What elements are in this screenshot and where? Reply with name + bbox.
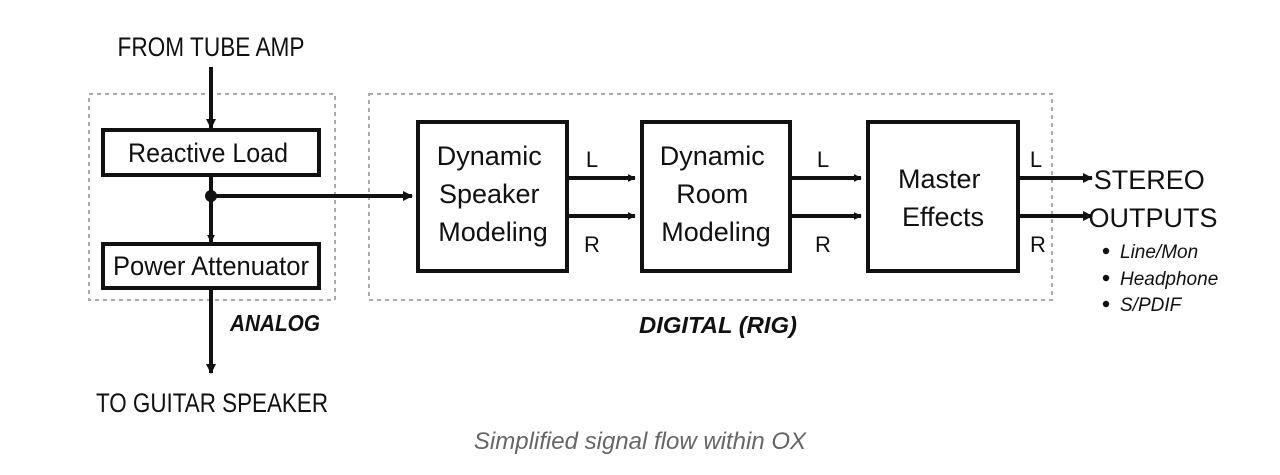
room-modeling-label: Dynamic Room Modeling	[660, 141, 773, 247]
reactive-load-box	[101, 128, 321, 177]
stereo-outputs-line-1: STEREO	[1094, 165, 1205, 195]
channel-label-l-2: L	[817, 147, 829, 172]
output-item-spdif: S/PDIF	[1120, 295, 1183, 316]
room-modeling-line-2: Room	[676, 179, 748, 209]
stereo-outputs-list: Line/Mon Headphone S/PDIF	[1102, 242, 1218, 316]
bullet-icon	[1102, 247, 1110, 255]
master-effects-line-1: Master	[898, 164, 981, 194]
stereo-outputs-line-2: OUTPUTS	[1088, 203, 1217, 233]
speaker-modeling-line-3: Modeling	[438, 217, 548, 247]
power-attenuator-label: Power Attenuator	[113, 251, 309, 281]
diagram-caption: Simplified signal flow within OX	[474, 428, 807, 455]
room-modeling-box	[640, 120, 792, 273]
stereo-outputs-label: STEREO OUTPUTS	[1088, 165, 1217, 233]
bullet-icon	[1102, 274, 1110, 282]
speaker-modeling-line-1: Dynamic	[437, 141, 542, 171]
speaker-modeling-line-2: Speaker	[439, 179, 540, 209]
bullet-icon	[1102, 300, 1110, 308]
channel-label-r-3: R	[1030, 232, 1046, 257]
room-modeling-line-3: Modeling	[661, 217, 771, 247]
speaker-modeling-box	[416, 120, 569, 273]
analog-section-label: ANALOG	[229, 310, 320, 336]
input-label: FROM TUBE AMP	[118, 32, 305, 62]
channel-label-r-2: R	[815, 232, 831, 257]
power-attenuator-box	[101, 242, 321, 290]
master-effects-box	[866, 120, 1020, 273]
reactive-load-label: Reactive Load	[128, 138, 288, 168]
channel-label-l-1: L	[586, 147, 598, 172]
room-modeling-line-1: Dynamic	[660, 141, 765, 171]
output-label: TO GUITAR SPEAKER	[96, 388, 328, 418]
speaker-modeling-label: Dynamic Speaker Modeling	[437, 141, 550, 247]
digital-section-label: DIGITAL (RIG)	[639, 312, 797, 338]
master-effects-label: Master Effects	[898, 164, 988, 232]
channel-label-r-1: R	[584, 232, 600, 257]
channel-label-l-3: L	[1030, 147, 1042, 172]
output-item-headphone: Headphone	[1120, 269, 1218, 290]
master-effects-line-2: Effects	[902, 202, 984, 232]
output-item-line-mon: Line/Mon	[1120, 242, 1198, 263]
